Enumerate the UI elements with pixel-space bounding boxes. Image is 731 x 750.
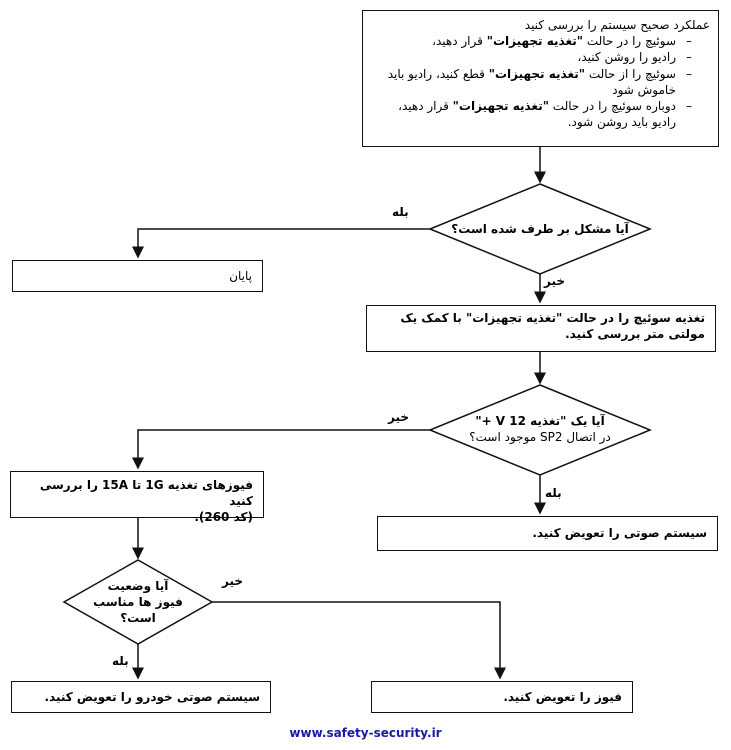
replace-fuse-box: فیوز را تعویض کنید. xyxy=(371,681,633,713)
decision1-yes-label: بله xyxy=(392,205,409,219)
decision2-no-label: خیر xyxy=(388,410,410,424)
intro-heading: عملکرد صحیح سیستم را بررسی کنید xyxy=(524,18,710,32)
fuse-check-box: فیوزهای تغذیه 1G تا 15A را بررسی کنید (ک… xyxy=(10,471,264,524)
replace-audio-box: سیستم صوتی را تعویض کنید. xyxy=(377,516,718,551)
intro-step: رادیو را روشن کنید، xyxy=(371,49,710,65)
intro-box: عملکرد صحیح سیستم را بررسی کنید سوئیچ را… xyxy=(362,10,719,147)
measure-box: تغذیه سوئیچ را در حالت "تغذیه تجهیزات" ب… xyxy=(366,305,716,352)
decision2-yes-label: بله xyxy=(545,486,562,500)
intro-step: سوئیچ را در حالت "تغذیه تجهیزات" قرار ده… xyxy=(371,33,710,49)
decision3-yes-label: بله xyxy=(112,654,129,668)
end-box-text: پایان xyxy=(229,269,252,283)
decision2-text: آیا یک "تغذیه V 12 +" در اتصال SP2 موجود… xyxy=(469,414,611,445)
footer-url: www.safety-security.ir xyxy=(289,726,442,740)
end-box: پایان xyxy=(12,260,263,292)
intro-step: سوئیچ را از حالت "تغذیه تجهیزات" قطع کنی… xyxy=(371,66,710,98)
decision3-no-label: خیر xyxy=(222,574,244,588)
intro-steps: سوئیچ را در حالت "تغذیه تجهیزات" قرار ده… xyxy=(371,33,710,130)
intro-step: دوباره سوئیچ را در حالت "تغذیه تجهیزات" … xyxy=(371,98,710,130)
decision1-text: آیا مشکل بر طرف شده است؟ xyxy=(451,222,629,236)
decision3-text: آیا وضعیت فیوز ها مناسب است؟ xyxy=(93,579,183,626)
decision1-no-label: خیر xyxy=(544,274,566,288)
replace-car-audio-box: سیستم صوتی خودرو را تعویض کنید. xyxy=(11,681,271,713)
